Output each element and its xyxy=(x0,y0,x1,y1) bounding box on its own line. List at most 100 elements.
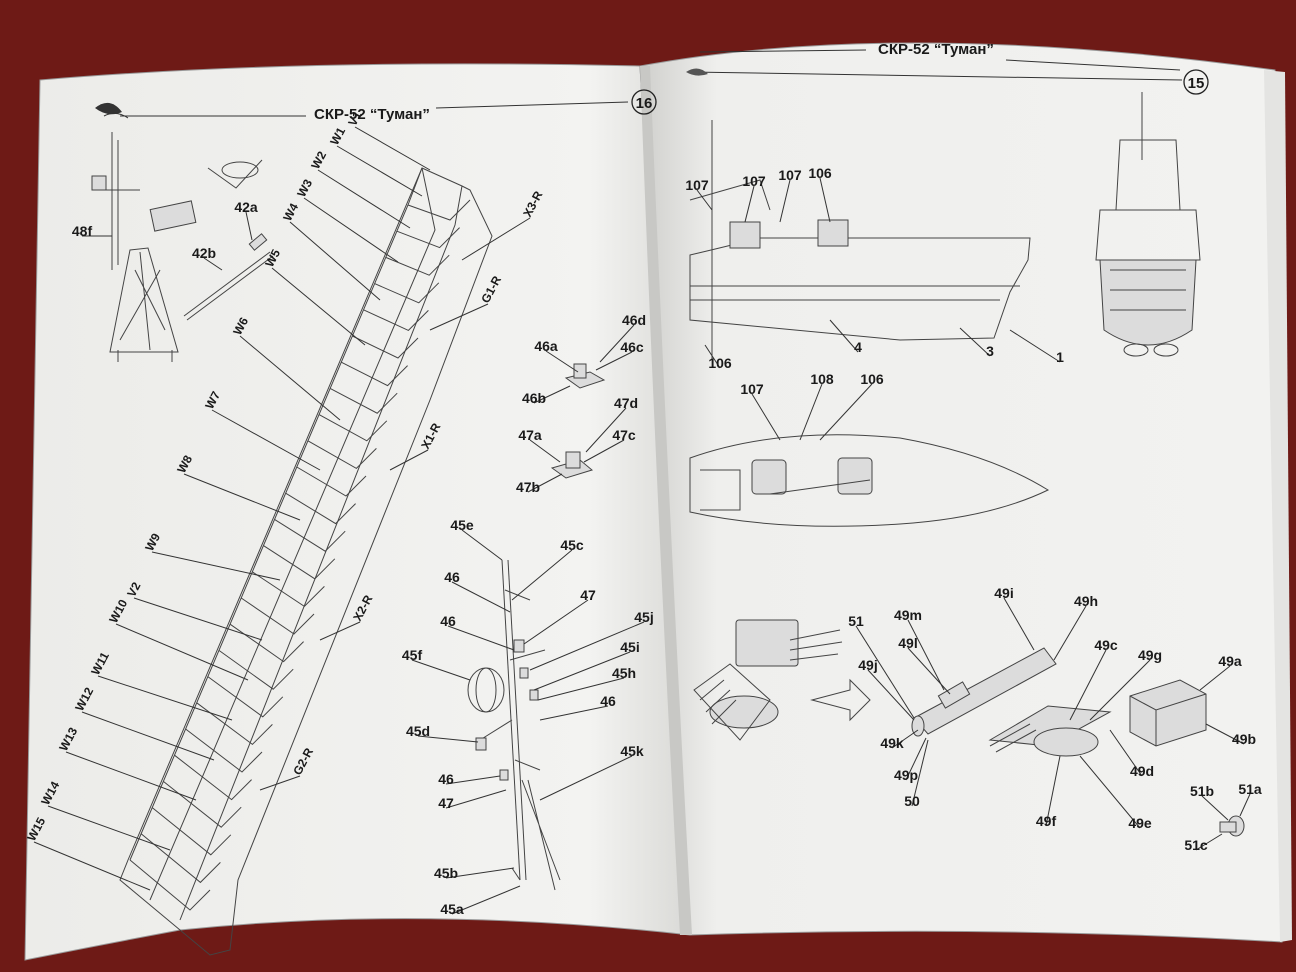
part-label-r107c: 107 xyxy=(778,167,802,183)
ship-top-view-drawing xyxy=(689,434,1050,527)
hull-rib xyxy=(318,414,388,442)
leader-line-r4 xyxy=(829,319,859,353)
leader-lines xyxy=(33,126,1251,915)
hull-rib xyxy=(329,387,398,414)
leader-line-47_1 xyxy=(523,599,589,645)
hull-rib xyxy=(352,335,419,359)
part-label-45d: 45d xyxy=(406,723,430,739)
fitting-51-drawing xyxy=(1219,815,1245,837)
leader-line-W6 xyxy=(239,335,341,421)
leader-line-r49g xyxy=(1089,659,1151,721)
leader-line-W11 xyxy=(97,675,233,721)
leader-line-r51 xyxy=(855,625,915,719)
hull-rib xyxy=(296,466,367,497)
leader-line-W10 xyxy=(115,623,249,681)
leader-line-46_1 xyxy=(451,581,511,613)
leader-line-42b xyxy=(203,257,223,271)
left-page-number: 16 xyxy=(636,95,653,112)
leader-line-G1R xyxy=(429,303,489,331)
leader-line-r49l xyxy=(907,647,951,695)
leader-line-r49b xyxy=(1205,723,1245,745)
part-label-V2: V2 xyxy=(124,580,143,600)
box-49a-drawing xyxy=(1129,679,1207,747)
hull-rib xyxy=(252,571,325,608)
leader-line-W7 xyxy=(211,409,321,471)
leader-line-r49a xyxy=(1199,665,1231,691)
hull-rib xyxy=(307,440,377,470)
leader-line-r49i xyxy=(1003,597,1035,651)
leader-line-r106b xyxy=(704,344,721,369)
part-label-45h: 45h xyxy=(612,665,636,681)
part-label-r49g: 49g xyxy=(1138,647,1162,663)
leader-line-r49k xyxy=(891,729,919,749)
fitting-46-drawing xyxy=(564,363,606,389)
left-header: СКР-52 “Туман” 16 xyxy=(95,89,657,123)
part-label-r49f: 49f xyxy=(1036,813,1057,829)
part-label-45k: 45k xyxy=(620,743,644,759)
hull-rib xyxy=(274,518,346,552)
leader-line-47c xyxy=(583,439,625,463)
leader-line-42a xyxy=(245,211,253,241)
leader-line-V1 xyxy=(354,126,431,171)
leader-line-r107c xyxy=(779,179,791,223)
part-label-47_2: 47 xyxy=(438,795,454,811)
publisher-logo-icon xyxy=(686,68,708,76)
part-label-r107a: 107 xyxy=(685,177,709,193)
part-label-r49e: 49e xyxy=(1128,815,1152,831)
part-label-45i: 45i xyxy=(620,639,639,655)
part-label-r108: 108 xyxy=(810,371,834,387)
leader-line-46_4 xyxy=(445,775,501,785)
part-label-42b: 42b xyxy=(192,245,216,261)
hull-rib xyxy=(285,492,356,525)
hull-rib xyxy=(396,227,460,249)
right-header: СКР-52 “Туман” 15 xyxy=(686,41,1209,95)
hull-rib xyxy=(174,754,252,801)
leader-line-45d xyxy=(417,735,479,743)
leader-line-45j xyxy=(529,621,645,671)
hull-frame-drawing xyxy=(119,167,493,956)
hull-rib xyxy=(196,702,273,746)
leader-line-r49j xyxy=(867,669,915,721)
part-label-47a: 47a xyxy=(518,427,542,443)
part-label-46_2: 46 xyxy=(440,613,456,629)
leader-line-46a xyxy=(545,350,579,373)
leader-line-47_2 xyxy=(445,789,507,809)
hull-rib xyxy=(363,309,429,331)
leader-line-W12 xyxy=(81,711,215,761)
hull-rib xyxy=(207,676,284,718)
leader-line-r49f xyxy=(1045,755,1061,827)
left-page xyxy=(24,63,691,961)
leader-line-45e xyxy=(461,529,503,561)
leader-line-W13 xyxy=(65,751,197,801)
leader-line-r51b xyxy=(1201,795,1229,821)
leader-line-45h xyxy=(537,677,625,701)
leader-line-W14 xyxy=(47,805,171,851)
leader-line-r49c xyxy=(1069,649,1107,721)
leader-line-r106c xyxy=(819,383,873,441)
right-page-title: СКР-52 “Туман” xyxy=(878,41,994,58)
leader-line-46d xyxy=(599,324,635,363)
part-label-46_3: 46 xyxy=(600,693,616,709)
part-label-r1: 1 xyxy=(1056,349,1064,365)
part-label-42a: 42a xyxy=(234,199,258,215)
gun-mount-drawing xyxy=(693,619,871,741)
leader-line-r107a xyxy=(696,189,713,211)
hull-rib xyxy=(163,781,242,828)
part-label-47b: 47b xyxy=(516,479,540,495)
hull-rib xyxy=(341,361,408,387)
leader-line-46_3 xyxy=(539,705,609,721)
leader-line-G2R xyxy=(259,775,301,791)
part-label-r50: 50 xyxy=(904,793,920,809)
leader-line-W9 xyxy=(151,551,281,581)
hull-rib xyxy=(140,833,221,884)
part-label-46a: 46a xyxy=(534,338,558,354)
part-label-46d: 46d xyxy=(622,312,646,328)
hull-rib xyxy=(185,728,263,773)
leader-line-r107b xyxy=(744,185,755,223)
leader-line-r49d xyxy=(1109,729,1143,777)
leader-line-45k xyxy=(539,755,633,801)
leader-line-r51a xyxy=(1239,793,1251,817)
leader-line-r49p xyxy=(905,737,927,781)
part-label-r51c: 51c xyxy=(1184,837,1208,853)
